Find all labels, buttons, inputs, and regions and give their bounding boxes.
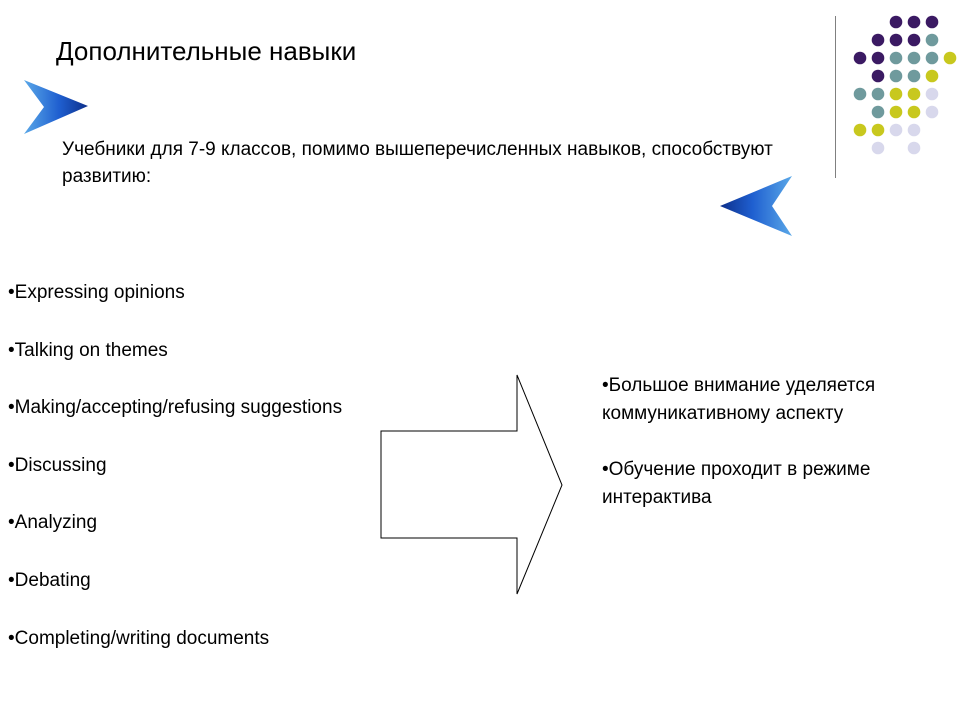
decor-dot bbox=[925, 33, 939, 47]
list-item: •Обучение проходит в режиме интерактива bbox=[602, 459, 871, 508]
decor-dot bbox=[871, 87, 885, 101]
block-arrow-icon bbox=[380, 374, 563, 595]
decor-dot bbox=[889, 51, 903, 65]
list-item: •Talking on themes bbox=[8, 339, 168, 361]
decor-dot bbox=[925, 87, 939, 101]
chevron-arrow-icon bbox=[24, 80, 88, 134]
decor-dot bbox=[889, 15, 903, 29]
decor-dot bbox=[925, 15, 939, 29]
decor-dot bbox=[925, 105, 939, 119]
features-list: •Большое внимание уделяется коммуникатив… bbox=[602, 372, 954, 540]
decor-dot bbox=[871, 123, 885, 137]
slide-title: Дополнительные навыки bbox=[56, 36, 357, 66]
slide-subtitle: Учебники для 7-9 классов, помимо вышепер… bbox=[62, 139, 773, 187]
list-item: •Making/accepting/refusing suggestions bbox=[8, 397, 343, 419]
decor-dot bbox=[907, 33, 921, 47]
list-item: •Completing/writing documents bbox=[8, 627, 270, 649]
decor-dot bbox=[889, 33, 903, 47]
decor-dot bbox=[871, 69, 885, 83]
decor-dot bbox=[925, 69, 939, 83]
decor-dot bbox=[889, 69, 903, 83]
decor-dot bbox=[907, 123, 921, 137]
decor-dot bbox=[871, 51, 885, 65]
decor-dot bbox=[907, 141, 921, 155]
decor-dot bbox=[907, 15, 921, 29]
decor-dot bbox=[907, 87, 921, 101]
skills-list: •Expressing opinions •Talking on themes … bbox=[8, 280, 342, 683]
divider-line bbox=[835, 16, 836, 178]
decor-dot bbox=[853, 87, 867, 101]
dot-grid-icon bbox=[853, 15, 957, 155]
list-item: •Expressing opinions bbox=[8, 282, 185, 303]
decor-dot bbox=[871, 33, 885, 47]
decor-dot bbox=[889, 87, 903, 101]
decor-dot bbox=[943, 51, 957, 65]
decor-dot bbox=[871, 141, 885, 155]
decor-dot bbox=[871, 105, 885, 119]
decor-dot bbox=[889, 105, 903, 119]
list-item: •Discussing bbox=[8, 454, 107, 476]
list-item: •Debating bbox=[8, 569, 91, 591]
decor-dot bbox=[925, 51, 939, 65]
chevron-arrow-icon bbox=[720, 176, 792, 236]
decor-dot bbox=[907, 105, 921, 119]
decor-dot bbox=[853, 123, 867, 137]
decor-dot bbox=[907, 51, 921, 65]
decor-dot bbox=[853, 51, 867, 65]
decor-dot bbox=[889, 123, 903, 137]
list-item: •Analyzing bbox=[8, 512, 98, 534]
list-item: •Большое внимание уделяется коммуникатив… bbox=[602, 375, 876, 424]
decor-dot bbox=[907, 69, 921, 83]
